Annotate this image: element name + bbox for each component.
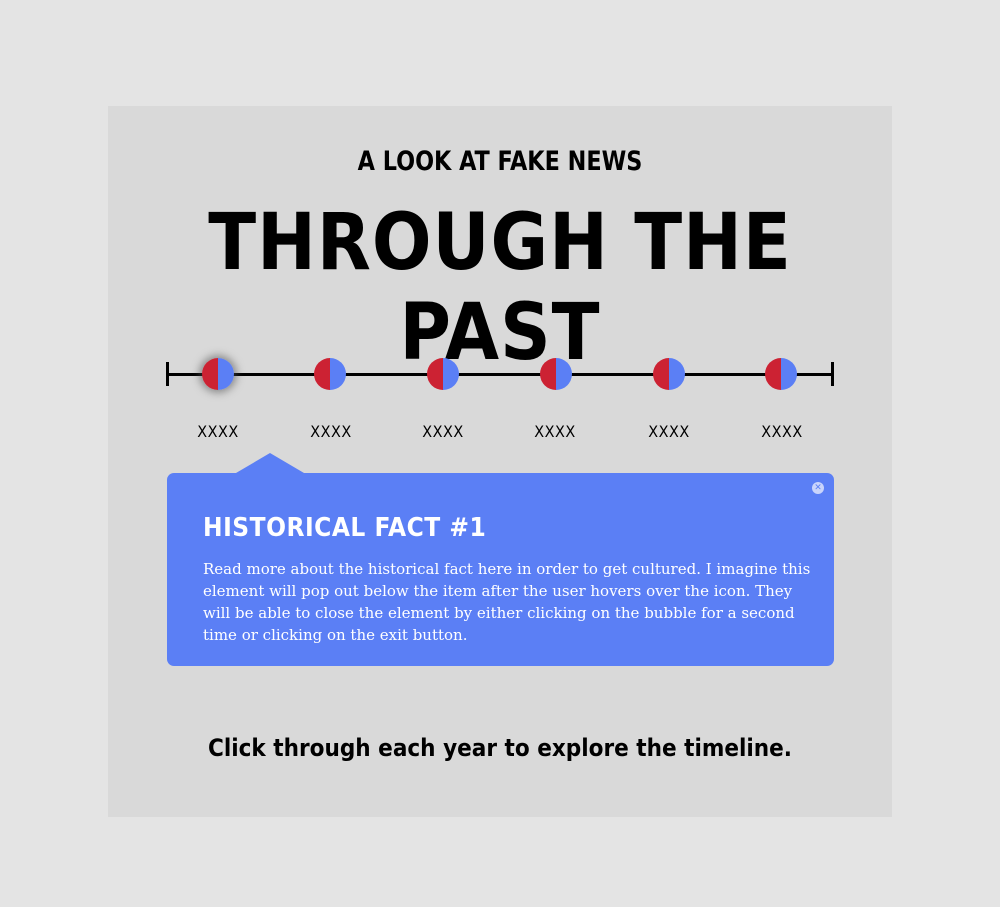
- timeline-dot-5[interactable]: [653, 358, 685, 390]
- timeline-dot-4[interactable]: [540, 358, 572, 390]
- timeline-year-1[interactable]: XXXX: [197, 422, 239, 441]
- page-subtitle: A LOOK AT FAKE NEWS: [357, 146, 643, 177]
- timeline-line: [166, 373, 834, 376]
- timeline-dot-1[interactable]: [202, 358, 234, 390]
- fact-popup[interactable]: ✕ HISTORICAL FACT #1 Read more about the…: [167, 473, 834, 666]
- timeline-dot-3[interactable]: [427, 358, 459, 390]
- timeline-panel: A LOOK AT FAKE NEWS THROUGH THE PAST XXX…: [108, 106, 892, 817]
- timeline-dot-2[interactable]: [314, 358, 346, 390]
- fact-title: HISTORICAL FACT #1: [203, 513, 487, 543]
- timeline-year-6[interactable]: XXXX: [761, 422, 803, 441]
- page-title: THROUGH THE PAST: [208, 198, 792, 378]
- fact-body: Read more about the historical fact here…: [203, 560, 811, 644]
- timeline-year-5[interactable]: XXXX: [648, 422, 690, 441]
- close-icon[interactable]: ✕: [812, 482, 824, 494]
- timeline-year-4[interactable]: XXXX: [534, 422, 576, 441]
- instruction-text: Click through each year to explore the t…: [207, 734, 793, 762]
- timeline-start-cap: [166, 362, 169, 386]
- timeline-dot-6[interactable]: [765, 358, 797, 390]
- timeline: [166, 358, 834, 390]
- timeline-year-3[interactable]: XXXX: [422, 422, 464, 441]
- popup-pointer: [236, 453, 304, 473]
- timeline-end-cap: [831, 362, 834, 386]
- timeline-year-2[interactable]: XXXX: [310, 422, 352, 441]
